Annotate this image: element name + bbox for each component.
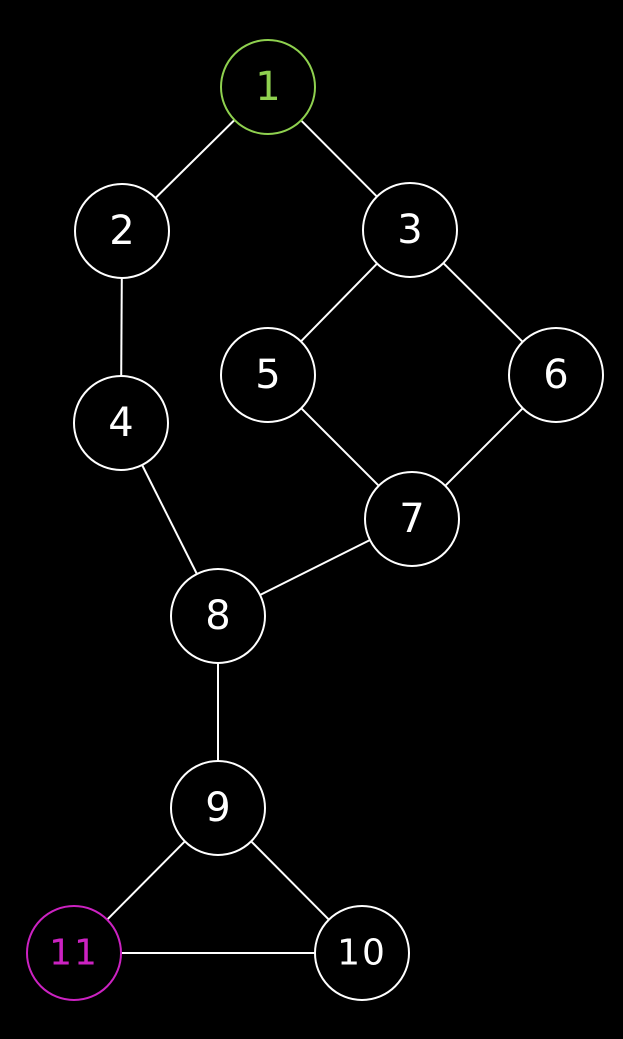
edge-9-11 — [106, 840, 186, 921]
edge-1-3 — [300, 119, 378, 198]
edges-layer — [106, 119, 524, 954]
node-label-2: 2 — [109, 208, 134, 254]
node-label-10: 10 — [337, 933, 387, 974]
edge-3-6 — [442, 262, 524, 343]
node-7: 7 — [364, 471, 460, 567]
edge-4-8 — [141, 464, 198, 575]
edge-9-10 — [250, 840, 330, 921]
node-11: 11 — [26, 905, 122, 1001]
node-2: 2 — [74, 183, 170, 279]
nodes-layer: 1 2 3 4 5 6 7 8 9 10 11 — [26, 39, 604, 1001]
node-1: 1 — [220, 39, 316, 135]
node-circle-2 — [74, 183, 170, 279]
node-6: 6 — [508, 327, 604, 423]
node-circle-6 — [508, 327, 604, 423]
node-label-7: 7 — [399, 496, 424, 542]
edge-7-8 — [259, 539, 371, 596]
node-circle-3 — [362, 182, 458, 278]
node-label-1: 1 — [255, 64, 280, 110]
node-3: 3 — [362, 182, 458, 278]
node-10: 10 — [314, 905, 410, 1001]
node-label-11: 11 — [49, 933, 99, 974]
node-circle-1 — [220, 39, 316, 135]
node-8: 8 — [170, 568, 266, 664]
node-circle-7 — [364, 471, 460, 567]
edge-3-5 — [300, 262, 378, 343]
node-circle-8 — [170, 568, 266, 664]
node-5: 5 — [220, 327, 316, 423]
node-circle-11 — [26, 905, 122, 1001]
node-label-8: 8 — [205, 593, 230, 639]
node-circle-5 — [220, 327, 316, 423]
node-9: 9 — [170, 760, 266, 856]
edge-2-4 — [120, 277, 123, 377]
node-label-6: 6 — [543, 352, 568, 398]
edge-1-2 — [154, 119, 236, 199]
node-label-3: 3 — [397, 207, 422, 253]
edge-6-7 — [444, 407, 524, 487]
edge-5-7 — [300, 407, 380, 487]
node-circle-4 — [73, 375, 169, 471]
node-label-9: 9 — [205, 785, 230, 831]
node-4: 4 — [73, 375, 169, 471]
node-circle-9 — [170, 760, 266, 856]
node-label-4: 4 — [108, 400, 133, 446]
node-circle-10 — [314, 905, 410, 1001]
node-label-5: 5 — [255, 352, 280, 398]
